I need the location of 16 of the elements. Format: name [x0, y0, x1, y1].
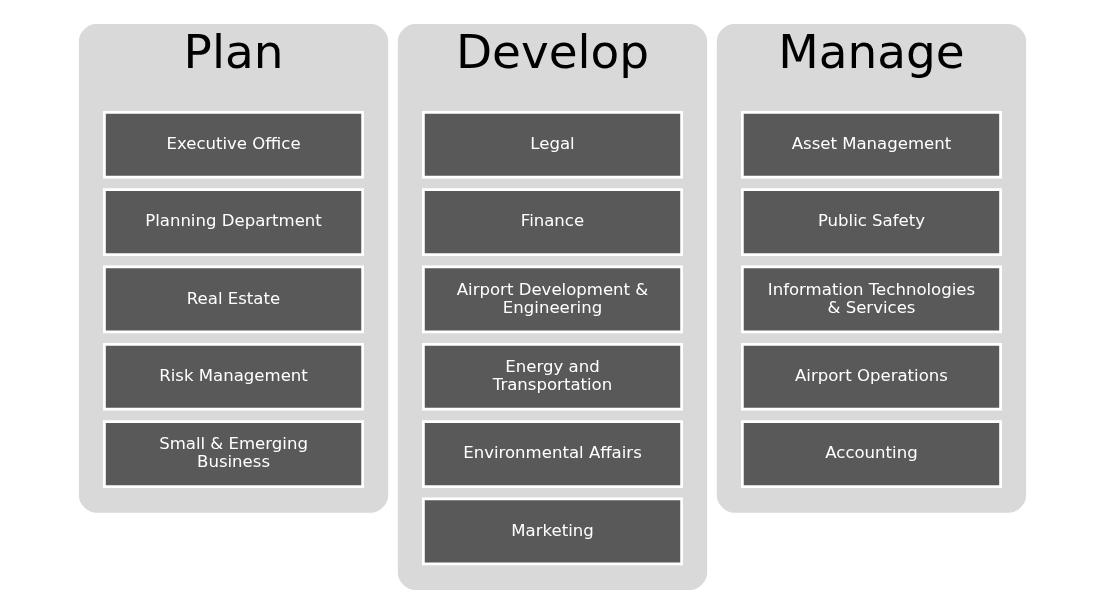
node-box: Public Safety	[741, 188, 1002, 256]
node-box: Executive Office	[103, 110, 364, 179]
node-box: Environmental Affairs	[422, 420, 683, 488]
node-box: Real Estate	[103, 265, 364, 334]
node-box: Legal	[422, 110, 683, 179]
node-box: Airport Development & Engineering	[422, 265, 683, 334]
node-box: Information Technologies & Services	[741, 265, 1002, 334]
node-box: Energy and Transportation	[422, 342, 683, 411]
node-box: Marketing	[422, 497, 683, 566]
node-box: Planning Department	[103, 188, 364, 256]
node-box: Airport Operations	[741, 342, 1002, 411]
node-box: Asset Management	[741, 110, 1002, 179]
node-box: Finance	[422, 188, 683, 256]
node-box: Small & Emerging Business	[103, 420, 364, 488]
node-box: Risk Management	[103, 342, 364, 411]
node-box: Accounting	[741, 420, 1002, 488]
